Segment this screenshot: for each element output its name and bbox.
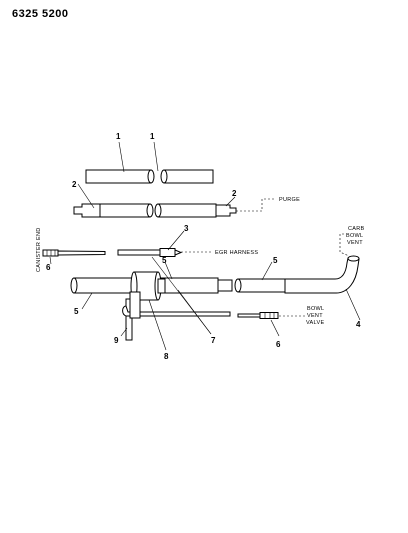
label-egr-harness: EGR HARNESS <box>215 250 258 256</box>
callout-2a: 2 <box>72 180 77 189</box>
egr-harness-tube <box>117 248 183 257</box>
label-valve-line-3: VALVE <box>306 320 324 326</box>
callout-6b: 6 <box>276 340 281 349</box>
callout-7: 7 <box>211 336 216 345</box>
label-carb-line-2: BOWL <box>346 233 363 239</box>
hose-bracket <box>129 291 141 319</box>
hose-with-fitting-left <box>73 203 154 218</box>
callout-1a: 1 <box>116 132 121 141</box>
hose-section-1-right <box>160 169 214 184</box>
callout-5a: 5 <box>162 256 167 265</box>
label-carb-line-1: CARB <box>348 226 365 232</box>
callout-3: 3 <box>184 224 189 233</box>
carb-bowl-vent-hose <box>234 255 360 294</box>
callout-9: 9 <box>114 336 119 345</box>
label-valve-line-2: VENT <box>307 313 323 319</box>
callout-2b: 2 <box>232 189 237 198</box>
page-header-part-code: 6325 5200 <box>12 8 69 20</box>
callout-5b: 5 <box>273 256 278 265</box>
hose-with-fitting-right <box>154 203 237 218</box>
hose-section-1-left <box>85 169 155 184</box>
purge-leader <box>236 198 276 212</box>
label-valve-line-1: BOWL <box>307 306 324 312</box>
bowl-vent-valve <box>237 312 279 319</box>
callout-6a: 6 <box>46 263 51 272</box>
label-carb-bowl-vent: CARB BOWL VENT <box>339 226 365 257</box>
callout-1b: 1 <box>150 132 155 141</box>
canister-end-fitting <box>42 249 106 257</box>
callout-5c: 5 <box>74 307 79 316</box>
label-bowl-vent-valve: BOWL VENT VALVE <box>306 306 324 326</box>
callout-8: 8 <box>164 352 169 361</box>
label-canister-end: CANISTER END <box>36 227 42 272</box>
callout-4: 4 <box>356 320 361 329</box>
carb-vent-leader <box>339 233 350 257</box>
label-purge: PURGE <box>279 197 300 203</box>
callout-leaders <box>49 141 361 351</box>
label-carb-line-3: VENT <box>347 240 363 246</box>
